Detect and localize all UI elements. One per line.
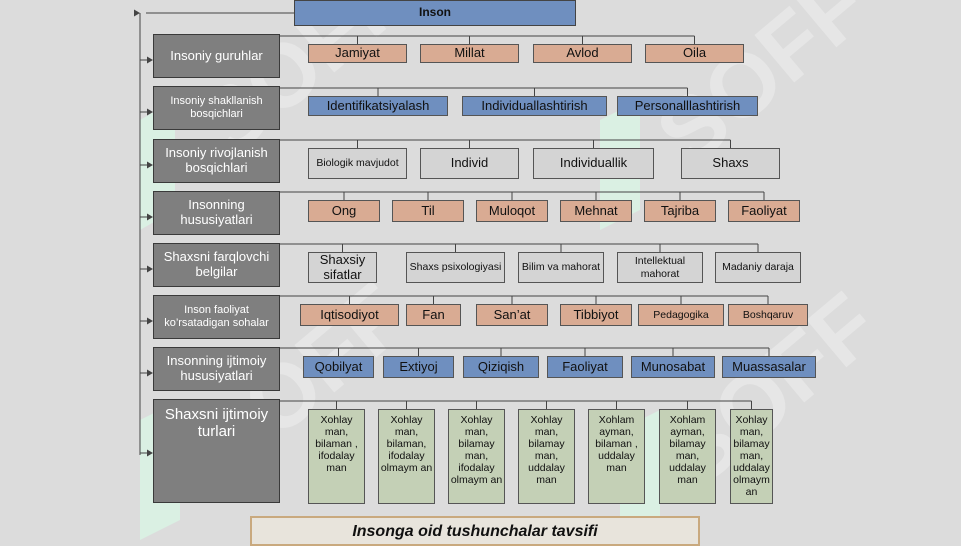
arrowhead-icon (147, 56, 153, 64)
concept-node: Individ (420, 148, 519, 179)
arrowhead-icon (147, 449, 153, 457)
row-label: Insonning hususiyatlari (153, 191, 280, 235)
concept-node: Til (392, 200, 464, 222)
concept-node: Tibbiyot (560, 304, 632, 326)
concept-node: Xohlay man, bilaman, ifodalay olmaym an (378, 409, 435, 504)
concept-node: Intellektual mahorat (617, 252, 703, 283)
concept-node: Personalllashtirish (617, 96, 758, 116)
concept-node: Munosabat (631, 356, 715, 378)
concept-node: Xohlay man, bilamay man, uddalay olmaym … (730, 409, 773, 504)
row-label: Insoniy shakllanish bosqichlari (153, 86, 280, 130)
row-label: Insoniy rivojlanish bosqichlari (153, 139, 280, 183)
concept-node: Xohlay man, bilaman , ifodalay man (308, 409, 365, 504)
concept-node: Muassasalar (722, 356, 816, 378)
concept-node: Ong (308, 200, 380, 222)
arrowhead-icon (147, 161, 153, 169)
row-label: Insoniy guruhlar (153, 34, 280, 78)
row-label: Insonning ijtimoiy hususiyatlari (153, 347, 280, 391)
concept-node: Tajriba (644, 200, 716, 222)
concept-node: Mehnat (560, 200, 632, 222)
concept-node: Avlod (533, 44, 632, 63)
concept-node: Xohlay man, bilamay man, ifodalay olmaym… (448, 409, 505, 504)
concept-node: Extiyoj (383, 356, 454, 378)
arrowhead-icon (134, 9, 140, 17)
row-label: Shaxsni farqlovchi belgilar (153, 243, 280, 287)
concept-node: Oila (645, 44, 744, 63)
concept-node: Madaniy daraja (715, 252, 801, 283)
diagram-caption: Insonga oid tushunchalar tavsifi (250, 516, 700, 546)
concept-node: Qobilyat (303, 356, 374, 378)
concept-node: Identifikatsiyalash (308, 96, 448, 116)
arrowhead-icon (147, 317, 153, 325)
concept-node: Bilim va mahorat (518, 252, 604, 283)
concept-node: Pedagogika (638, 304, 724, 326)
arrowhead-icon (147, 108, 153, 116)
concept-node: Shaxs psixologiyasi (406, 252, 505, 283)
row-label: Shaxsni ijtimoiy turlari (153, 399, 280, 503)
concept-node: Xohlay man, bilamay man, uddalay man (518, 409, 575, 504)
concept-node: Individuallashtirish (462, 96, 607, 116)
concept-node: Iqtisodiyot (300, 304, 399, 326)
concept-node: Biologik mavjudot (308, 148, 407, 179)
concept-node: Muloqot (476, 200, 548, 222)
concept-node: Boshqaruv (728, 304, 808, 326)
root-node: Inson (294, 0, 576, 26)
concept-node: Shaxsiy sifatlar (308, 252, 377, 283)
concept-node: Xohlam ayman, bilamay man, uddalay man (659, 409, 716, 504)
arrowhead-icon (147, 213, 153, 221)
arrowhead-icon (147, 369, 153, 377)
concept-node: Faoliyat (547, 356, 623, 378)
concept-node: Individuallik (533, 148, 654, 179)
concept-node: Xohlam ayman, bilaman , uddalay man (588, 409, 645, 504)
concept-node: San’at (476, 304, 548, 326)
concept-node: Fan (406, 304, 461, 326)
concept-node: Millat (420, 44, 519, 63)
concept-node: Qiziqish (463, 356, 539, 378)
arrowhead-icon (147, 265, 153, 273)
row-label: Inson faoliyat ko’rsatadigan sohalar (153, 295, 280, 339)
concept-node: Shaxs (681, 148, 780, 179)
concept-node: Faoliyat (728, 200, 800, 222)
concept-node: Jamiyat (308, 44, 407, 63)
